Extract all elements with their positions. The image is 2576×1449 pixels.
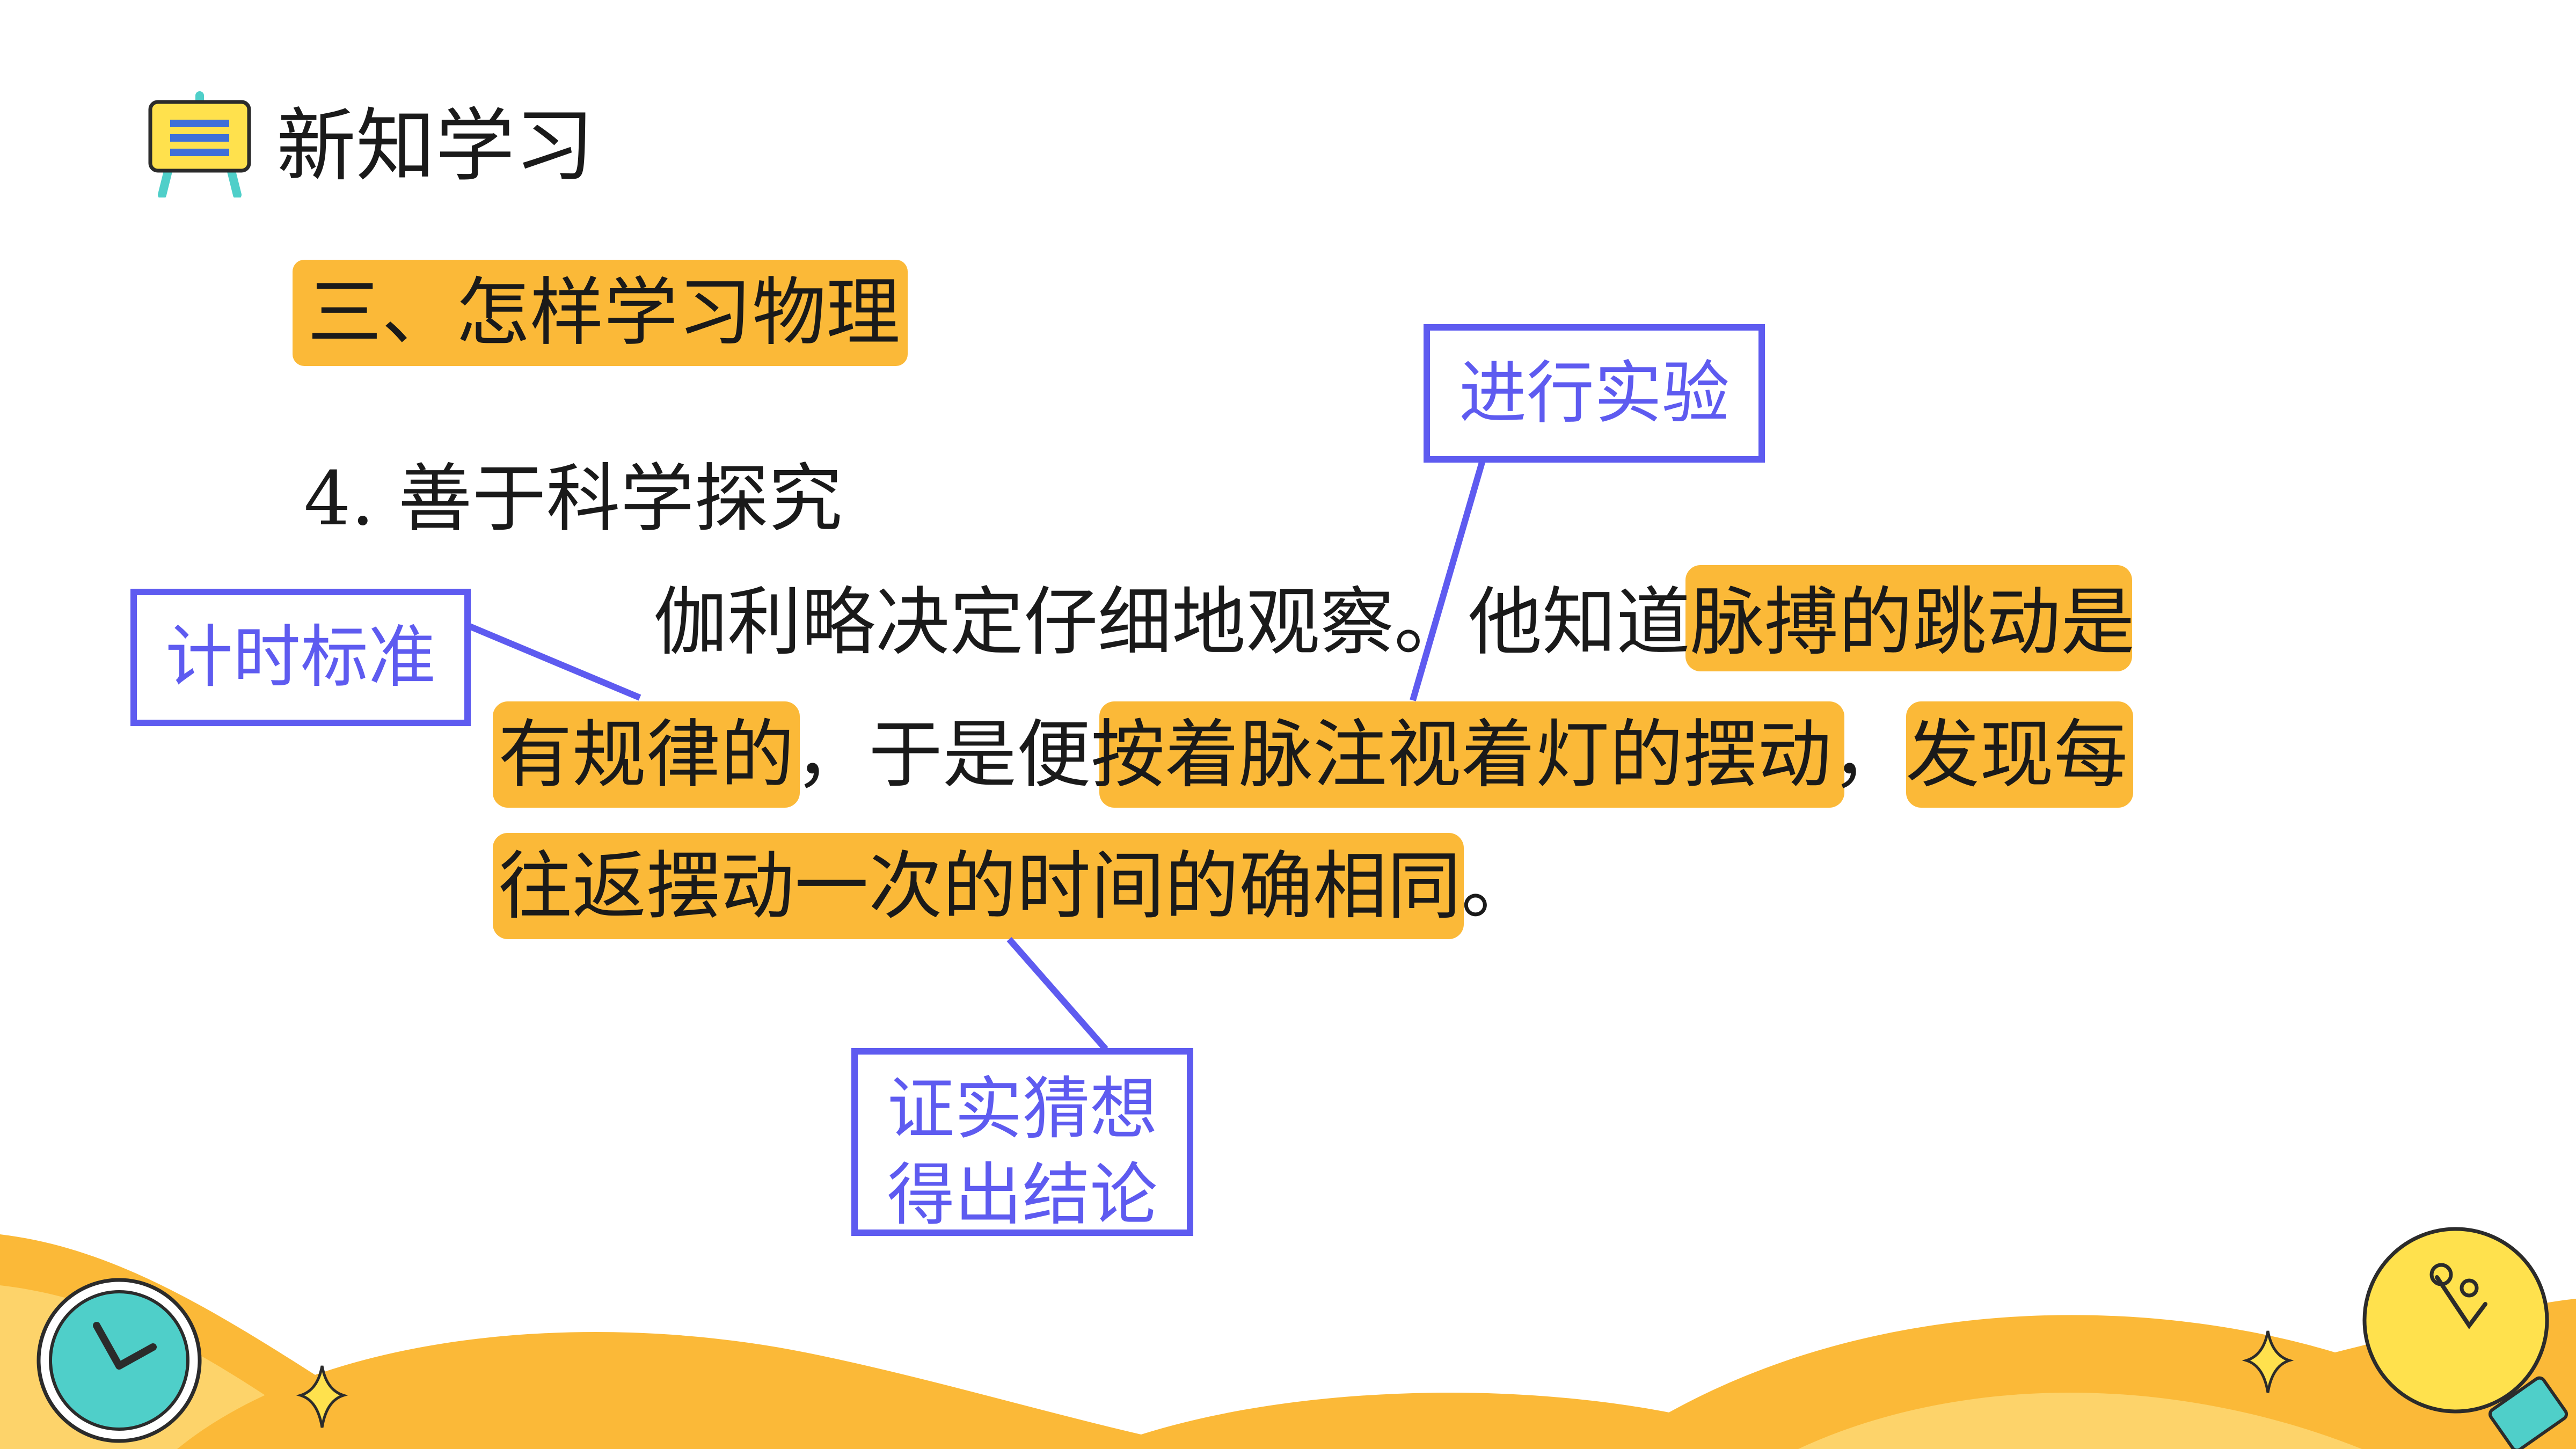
paragraph-text: ，	[1831, 712, 1906, 798]
callout-experiment: 进行实验	[1424, 324, 1765, 463]
paragraph-highlight-text: 有规律的	[498, 712, 795, 798]
callout-verify-conclude: 证实猜想 得出结论	[851, 1048, 1193, 1236]
paragraph-text: 。	[1461, 843, 1536, 930]
section-heading: 三、怎样学习物理	[293, 260, 908, 366]
paragraph-text: 伽利略决定仔细地观察。他知道	[653, 579, 1691, 665]
paragraph-highlight-text: 按着脉注视着灯的摆动	[1091, 712, 1832, 798]
callout-text: 得出结论	[887, 1155, 1158, 1234]
callout-text: 计时标准	[165, 618, 436, 697]
callout-timing-standard: 计时标准	[130, 589, 471, 726]
paragraph-line-2: 有规律的，于是便按着脉注视着灯的摆动，发现每	[498, 709, 2128, 801]
highlight-pulse	[1685, 565, 2132, 671]
paragraph-line-3: 往返摆动一次的时间的确相同。	[498, 841, 1535, 932]
callout-text: 进行实验	[1459, 354, 1730, 433]
paragraph-text: ，于是便	[794, 712, 1091, 798]
paragraph-highlight-text: 往返摆动一次的时间的确相同	[498, 843, 1462, 930]
paragraph-highlight-text: 脉搏的跳动是	[1690, 579, 2135, 665]
presentation-board-icon	[146, 90, 253, 199]
highlight-found	[1906, 701, 2133, 808]
paragraph-line-1: 伽利略决定仔细地观察。他知道脉搏的跳动是	[653, 577, 2135, 668]
paragraph-highlight-text: 发现每	[1906, 712, 2128, 798]
callout-text: 证实猜想	[887, 1070, 1158, 1148]
highlight-regular	[493, 701, 800, 808]
page-title: 新知学习	[276, 100, 594, 192]
subheading: 4. 善于科学探究	[304, 456, 843, 542]
highlight-same-time	[493, 833, 1464, 939]
highlight-watch-lamp	[1099, 701, 1844, 808]
